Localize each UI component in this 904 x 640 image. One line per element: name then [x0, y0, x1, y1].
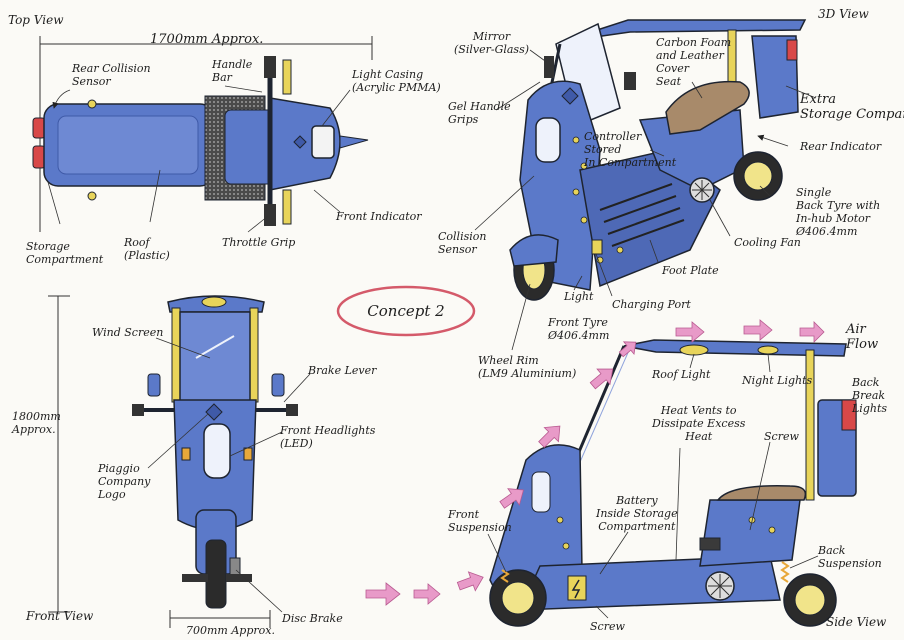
label-rear-collision-sensor: Rear Collision Sensor: [72, 62, 151, 88]
front-view-leaders: [147, 337, 311, 613]
3d-view-leaders: [474, 49, 817, 351]
label-back-break-lights: Back Break Lights: [852, 376, 888, 415]
side-view-drawing: [365, 319, 857, 627]
label-night-lights: Night Lights: [742, 374, 813, 387]
label-front-suspension: Front Suspension: [448, 508, 512, 534]
label-heat-vents: Heat Vents to Dissipate Excess Heat: [652, 404, 746, 443]
side-view-leaders: [487, 353, 819, 619]
label-extra-storage: Extra Storage Compartment: [800, 92, 904, 122]
label-handle-bar: Handle Bar: [212, 58, 253, 84]
concept-ellipse: [336, 285, 476, 337]
label-roof-light: Roof Light: [652, 368, 711, 381]
label-light-casing: Light Casing (Acrylic PMMA): [352, 68, 441, 94]
front-view-width-dimension: 700mm Approx.: [186, 624, 275, 637]
label-disc-brake: Disc Brake: [282, 612, 343, 625]
label-gel-grips: Gel Handle Grips: [448, 100, 511, 126]
label-wheel-rim: Wheel Rim (LM9 Aluminium): [478, 354, 577, 380]
label-roof: Roof (Plastic): [124, 236, 170, 262]
label-collision-sensor: Collision Sensor: [438, 230, 487, 256]
label-storage-compartment: Storage Compartment: [26, 240, 104, 266]
label-charging-port: Charging Port: [612, 298, 691, 311]
label-back-suspension: Back Suspension: [818, 544, 882, 570]
top-view-drawing: [32, 36, 373, 232]
label-seat: Carbon Foam and Leather Cover Seat: [656, 36, 732, 88]
label-light: Light: [564, 290, 594, 303]
3d-view-title: 3D View: [818, 7, 869, 21]
label-front-tyre: Front Tyre Ø406.4mm: [548, 316, 610, 342]
label-windscreen: Wind Screen: [92, 326, 164, 339]
label-screw-lower: Screw: [590, 620, 625, 633]
label-mirror: Mirror (Silver-Glass): [454, 30, 530, 56]
label-throttle-grip: Throttle Grip: [222, 236, 296, 249]
label-piaggio-logo: Piaggio Company Logo: [98, 462, 151, 501]
front-view-height-dimension: 1800mm Approx.: [12, 410, 61, 436]
label-cooling-fan: Cooling Fan: [734, 236, 801, 249]
label-back-tyre: Single Back Tyre with In-hub Motor Ø406.…: [796, 186, 881, 238]
label-front-indicator: Front Indicator: [336, 210, 422, 223]
label-foot-plate: Foot Plate: [662, 264, 719, 277]
label-brake-lever: Brake Lever: [308, 364, 377, 377]
top-view-length-dimension: 1700mm Approx.: [150, 32, 264, 47]
3d-view-drawing: [509, 19, 807, 301]
front-view-title: Front View: [26, 609, 94, 623]
label-rear-indicator: Rear Indicator: [800, 140, 882, 153]
label-air-flow: Air Flow: [846, 322, 879, 352]
label-headlights: Front Headlights (LED): [280, 424, 376, 450]
side-view-title: Side View: [826, 615, 887, 629]
label-battery: Battery Inside Storage Compartment: [596, 494, 678, 533]
top-view-leaders: [47, 85, 351, 233]
label-screw-upper: Screw: [764, 430, 799, 443]
label-controller: Controller Stored In Compartment: [584, 130, 677, 169]
concept-title: Concept 2: [367, 302, 445, 320]
top-view-title: Top View: [8, 13, 64, 27]
front-view-drawing: [48, 295, 298, 628]
air-flow-arrows: [365, 319, 825, 606]
